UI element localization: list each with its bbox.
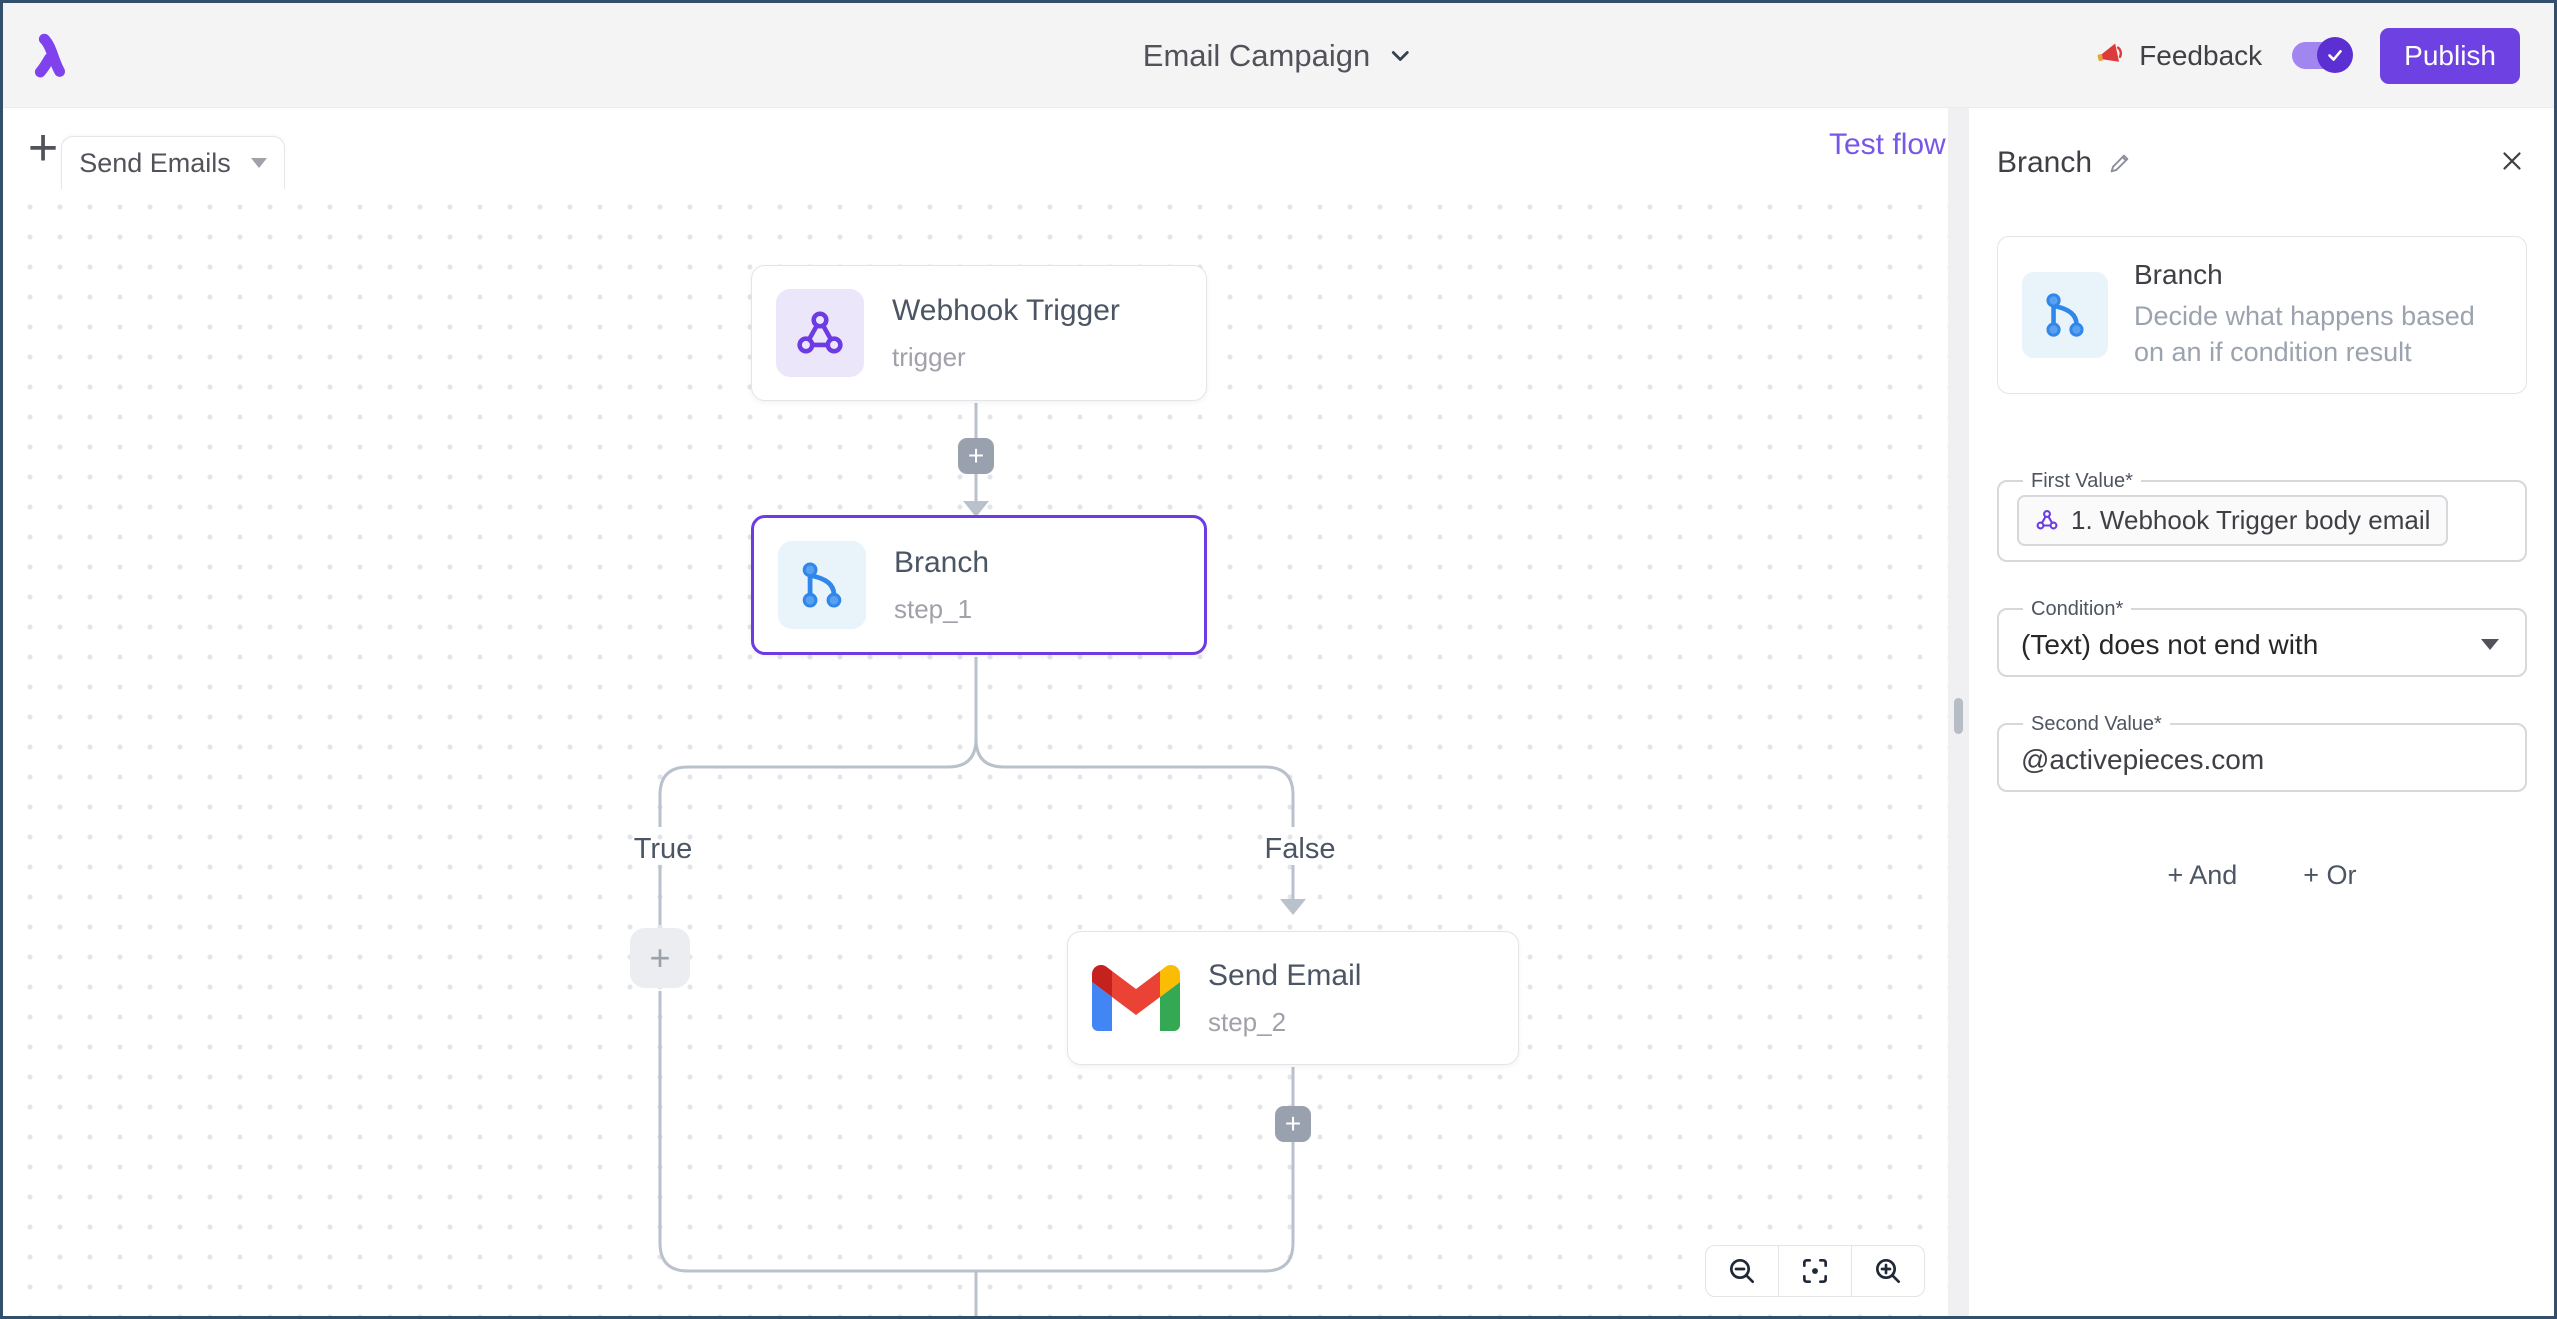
panel-divider bbox=[1948, 108, 1969, 1316]
publish-button[interactable]: Publish bbox=[2380, 27, 2520, 84]
zoom-in-icon bbox=[1876, 1259, 1900, 1283]
edit-step-name-button[interactable] bbox=[2106, 150, 2133, 177]
flow-title-dropdown[interactable]: Email Campaign bbox=[1143, 3, 1414, 108]
second-value-field[interactable]: Second Value* @activepieces.com bbox=[1997, 712, 2527, 792]
node-subtitle: trigger bbox=[892, 341, 966, 372]
zoom-in-button[interactable] bbox=[1851, 1245, 1925, 1297]
close-panel-button[interactable] bbox=[2497, 146, 2527, 176]
node-send-email[interactable]: Send Email step_2 bbox=[1067, 931, 1519, 1065]
top-header: Email Campaign Feedback bbox=[3, 3, 2554, 108]
add-flow-button[interactable]: + bbox=[19, 118, 67, 178]
webhook-icon bbox=[2036, 510, 2058, 530]
branch-false-label: False bbox=[1264, 833, 1336, 865]
first-value-token[interactable]: 1. Webhook Trigger body email bbox=[2017, 494, 2449, 546]
branch-true-label: True bbox=[633, 833, 693, 865]
piece-description: Decide what happens based on an if condi… bbox=[2134, 301, 2475, 367]
condition-value: (Text) does not end with bbox=[2021, 628, 2319, 660]
activepieces-logo-icon[interactable] bbox=[27, 30, 73, 80]
flow-tab-label: Send Emails bbox=[79, 147, 231, 178]
piece-info-text: Branch Decide what happens based on an i… bbox=[2134, 259, 2502, 371]
toggle-thumb bbox=[2317, 37, 2354, 73]
feedback-button[interactable]: Feedback bbox=[2095, 40, 2262, 72]
add-and-button[interactable]: + And bbox=[2167, 859, 2238, 890]
add-or-button[interactable]: + Or bbox=[2303, 859, 2357, 890]
pencil-icon bbox=[2110, 154, 2129, 172]
fit-view-icon bbox=[1803, 1259, 1827, 1283]
test-flow-button[interactable]: Test flow bbox=[1829, 128, 1946, 161]
node-branch[interactable]: Branch step_1 bbox=[751, 515, 1207, 655]
panel-scrollbar[interactable] bbox=[1954, 698, 1963, 734]
token-text: 1. Webhook Trigger body email bbox=[2071, 504, 2431, 535]
megaphone-icon bbox=[2097, 43, 2123, 62]
branch-icon bbox=[778, 541, 866, 629]
flow-tab[interactable]: Send Emails bbox=[61, 136, 285, 189]
flow-enabled-toggle[interactable] bbox=[2292, 37, 2354, 73]
node-subtitle: step_1 bbox=[894, 593, 973, 624]
piece-name: Branch bbox=[2134, 259, 2223, 290]
node-webhook-trigger[interactable]: Webhook Trigger trigger bbox=[751, 265, 1207, 401]
node-text: Branch step_1 bbox=[894, 546, 989, 625]
node-text: Send Email step_2 bbox=[1208, 959, 1361, 1038]
first-value-label: First Value* bbox=[2031, 469, 2133, 492]
node-title: Send Email bbox=[1208, 958, 1362, 992]
webhook-icon bbox=[776, 289, 864, 377]
add-step-button[interactable]: + bbox=[1275, 1106, 1311, 1142]
panel-header: Branch bbox=[1997, 146, 2527, 180]
add-step-placeholder-button[interactable]: + bbox=[630, 928, 690, 988]
zoom-out-button[interactable] bbox=[1705, 1245, 1779, 1297]
node-title: Branch bbox=[894, 545, 990, 579]
zoom-out-icon bbox=[1730, 1259, 1754, 1283]
second-value-input[interactable]: @activepieces.com bbox=[2021, 743, 2265, 775]
check-icon bbox=[2328, 50, 2342, 61]
close-icon bbox=[2503, 152, 2521, 170]
node-text: Webhook Trigger trigger bbox=[892, 294, 1120, 373]
node-title: Webhook Trigger bbox=[892, 293, 1120, 327]
first-value-field[interactable]: First Value* 1. Webhook Trigger body ema… bbox=[1997, 469, 2527, 562]
canvas-zoom-controls bbox=[1705, 1245, 1925, 1297]
add-step-button[interactable]: + bbox=[958, 438, 994, 474]
chevron-down-icon bbox=[2481, 639, 2499, 651]
second-value-label: Second Value* bbox=[2031, 712, 2162, 735]
flow-title: Email Campaign bbox=[1142, 37, 1371, 73]
header-actions: Feedback Publish bbox=[2095, 3, 2520, 108]
flow-tab-strip: + Send Emails Test flow bbox=[3, 108, 1948, 189]
feedback-label: Feedback bbox=[2139, 39, 2263, 71]
piece-info-card: Branch Decide what happens based on an i… bbox=[1997, 236, 2527, 394]
step-settings-panel: Branch bbox=[1969, 108, 2554, 1316]
tab-dropdown-icon[interactable] bbox=[250, 158, 267, 168]
panel-title: Branch bbox=[1997, 146, 2093, 179]
branch-icon bbox=[2022, 271, 2108, 358]
chevron-down-icon bbox=[1391, 50, 1409, 61]
condition-select-field[interactable]: Condition* (Text) does not end with bbox=[1997, 597, 2527, 677]
condition-group-buttons: + And + Or bbox=[1997, 860, 2527, 891]
gmail-icon bbox=[1092, 954, 1180, 1042]
node-subtitle: step_2 bbox=[1208, 1006, 1287, 1037]
fit-view-button[interactable] bbox=[1778, 1245, 1852, 1297]
condition-label: Condition* bbox=[2031, 597, 2124, 620]
